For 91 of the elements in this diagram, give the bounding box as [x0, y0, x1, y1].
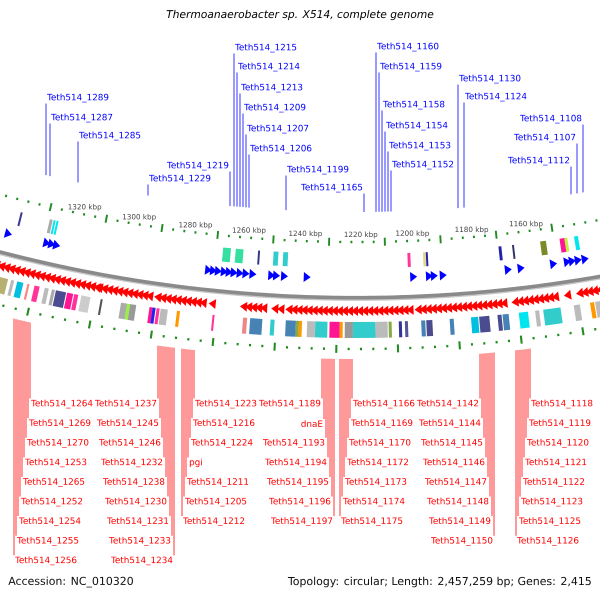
gene-label: Teth514_1160	[377, 42, 438, 52]
gene-label: Teth514_1172	[347, 458, 408, 468]
gene-label: Teth514_1194	[265, 458, 326, 468]
gene-label: Teth514_1287	[51, 114, 112, 122]
gene-label: Teth514_1145	[421, 438, 482, 448]
gene-label: Teth514_1246	[99, 438, 160, 448]
gene-label: Teth514_1152	[392, 160, 454, 170]
gene-label: Teth514_1158	[383, 100, 444, 110]
gene-label: Teth514_1147	[425, 478, 486, 487]
gene-label: Teth514_1120	[527, 438, 588, 448]
gene-label: Teth514_1264	[31, 400, 92, 408]
gene-label: Teth514_1255	[17, 536, 78, 546]
leader-line	[236, 72, 238, 208]
gene-label: Teth514_1125	[519, 517, 580, 526]
gene-label: Teth514_1148	[427, 498, 488, 506]
gene-label: Teth514_1189	[259, 400, 320, 408]
gene-label: Teth514_1209	[244, 104, 306, 112]
leader-line	[384, 131, 386, 212]
gene-label: Teth514_1175	[341, 517, 402, 526]
gene-label: Teth514_1211	[187, 478, 248, 487]
gene-label: Teth514_1216	[193, 419, 254, 428]
gene-label: Teth514_1169	[351, 419, 412, 428]
gene-label: Teth514_1108	[520, 114, 582, 124]
gene-label: Teth514_1144	[419, 419, 480, 428]
gene-label: Teth514_1154	[386, 122, 448, 130]
gene-label: Teth514_1199	[287, 166, 348, 174]
gene-label: Teth514_1205	[185, 498, 246, 506]
leader-line	[582, 124, 584, 193]
gene-label: Teth514_1231	[107, 517, 168, 526]
gene-label: Teth514_1234	[111, 556, 172, 566]
gene-label: Teth514_1165	[301, 184, 362, 192]
leader-line	[242, 113, 244, 208]
gene-label: Teth514_1245	[97, 419, 158, 428]
gene-label: Teth514_1170	[349, 438, 410, 448]
title: Thermoanaerobacter sp. X514, complete genome	[166, 10, 434, 20]
gene-label: dnaE	[301, 420, 322, 427]
gene-label: Teth514_1126	[517, 536, 578, 546]
gene-label: Teth514_1124	[465, 92, 526, 102]
gene-label: Teth514_1119	[529, 419, 590, 428]
leader-line	[248, 154, 250, 208]
leader-line	[576, 143, 578, 194]
gene-label: Teth514_1265	[23, 478, 84, 487]
gene-label: Teth514_1174	[343, 498, 404, 506]
gene-label: Teth514_1214	[238, 62, 300, 72]
leader-line	[378, 72, 380, 212]
gene-label: Teth514_1254	[19, 517, 80, 526]
gene-label: pgi	[190, 458, 202, 468]
gene-label: Teth514_1256	[15, 556, 76, 566]
gene-label: Teth514_1121	[525, 458, 586, 468]
accession-text: Accession: NC_010320	[8, 576, 133, 588]
gene-label: Teth514_1123	[521, 498, 582, 506]
gene-label: Teth514_1193	[263, 438, 324, 448]
gene-label: Teth514_1212	[183, 517, 244, 526]
leader-line	[570, 166, 572, 195]
gene-label: Teth514_1230	[105, 498, 166, 506]
gene-label: Teth514_1122	[523, 478, 584, 487]
genome-info-text: Topology: circular; Length: 2,457,259 bp; Genes: 2,415	[288, 576, 591, 588]
gene-label: Teth514_1112	[508, 156, 570, 166]
gene-label: Teth514_1232	[101, 458, 162, 468]
gene-label: Teth514_1196	[269, 498, 330, 506]
leader-line	[390, 170, 392, 212]
gene-label: Teth514_1130	[459, 74, 520, 84]
gene-label: Teth514_1146	[423, 458, 484, 468]
gene-label: Teth514_1253	[25, 458, 86, 468]
gene-label: Teth514_1107	[514, 134, 576, 142]
gene-label: Teth514_1207	[247, 124, 308, 134]
gene-label: Teth514_1224	[191, 438, 252, 448]
gene-label: Teth514_1159	[380, 62, 442, 72]
gene-label: Teth514_1173	[345, 478, 406, 487]
gene-label: Teth514_1206	[250, 144, 312, 154]
gene-label: Teth514_1233	[109, 536, 170, 546]
gene-label: Teth514_1149	[429, 517, 490, 526]
gene-label: Teth514_1223	[195, 400, 256, 408]
gene-label: Teth514_1285	[79, 132, 140, 140]
gene-label: Teth514_1166	[353, 400, 414, 408]
gene-label: Teth514_1238	[103, 478, 164, 487]
gene-label: Teth514_1213	[241, 84, 302, 92]
gene-label: Teth514_1229	[149, 174, 210, 184]
gene-label: Teth514_1215	[235, 44, 296, 52]
gene-label: Teth514_1269	[29, 419, 90, 428]
gene-label: Teth514_1289	[47, 94, 108, 102]
gene-label: Teth514_1252	[21, 498, 82, 506]
gene-label: Teth514_1270	[27, 438, 88, 448]
gene-label: Teth514_1197	[271, 517, 332, 526]
gene-label: Teth514_1237	[95, 400, 156, 408]
gene-label: Teth514_1153	[389, 142, 450, 150]
gene-label: Teth514_1150	[431, 536, 492, 546]
gene-label: Teth514_1118	[531, 400, 592, 408]
gene-label: Teth514_1195	[267, 478, 328, 487]
gene-label: Teth514_1142	[417, 400, 478, 408]
gene-label: Teth514_1219	[167, 162, 228, 170]
